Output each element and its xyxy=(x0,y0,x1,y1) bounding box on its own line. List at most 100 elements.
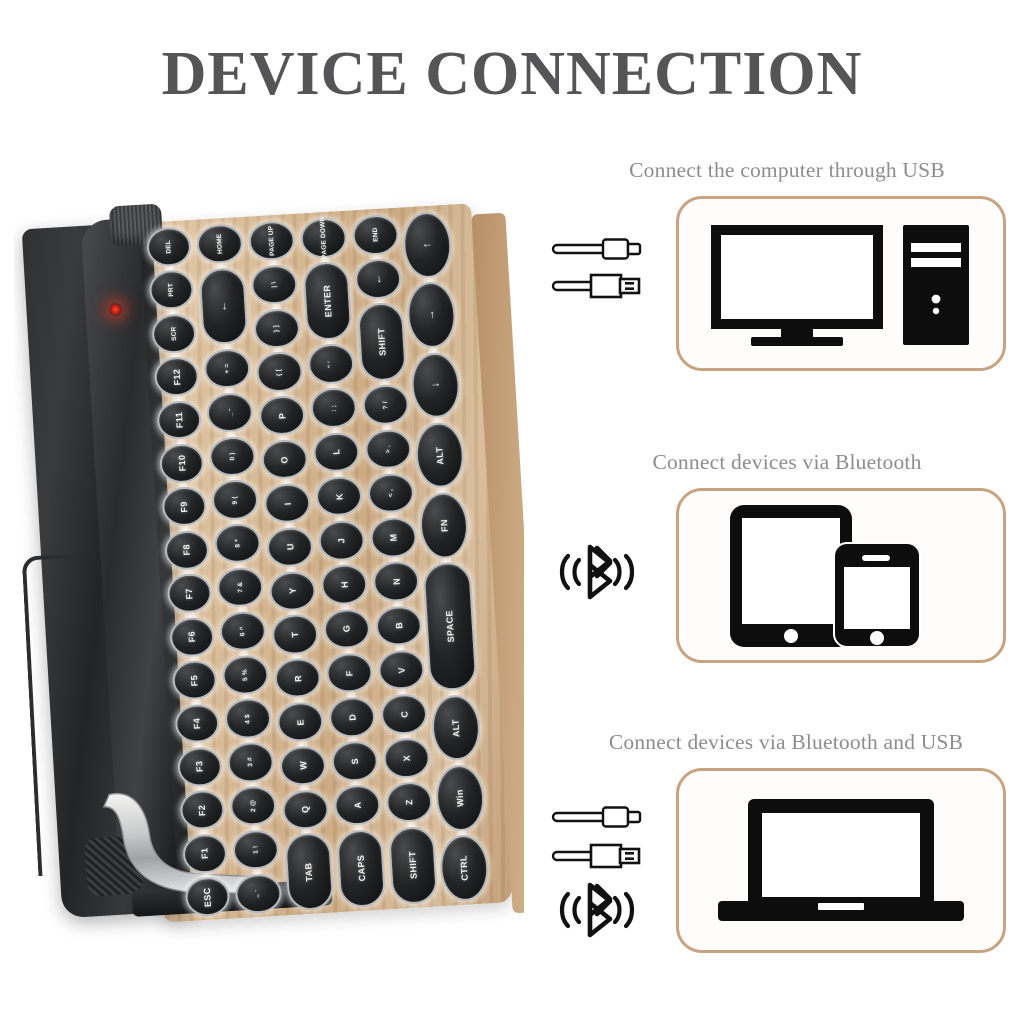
keycap[interactable]: K xyxy=(314,475,364,518)
keycap[interactable]: 2 @ xyxy=(229,785,278,828)
keycap[interactable]: | \ xyxy=(250,263,299,306)
keycap[interactable]: F2 xyxy=(179,789,226,831)
keycap[interactable]: CAPS xyxy=(335,828,387,909)
keycap[interactable]: P xyxy=(258,394,307,437)
keycap[interactable]: ← xyxy=(198,266,249,346)
keycap[interactable]: F9 xyxy=(161,486,208,528)
keycap[interactable]: PAGE DOWN xyxy=(299,217,348,259)
keycap[interactable]: _ - xyxy=(205,391,254,434)
keycap[interactable]: PRT xyxy=(148,269,195,311)
keycap[interactable]: + = xyxy=(203,347,252,390)
keycap[interactable]: Q xyxy=(281,788,330,831)
keycap[interactable]: PAGE UP xyxy=(247,219,296,262)
section-bluetooth-caption: Connect devices via Bluetooth xyxy=(652,450,922,474)
keycap[interactable]: END xyxy=(351,213,400,257)
keycap[interactable]: 8 * xyxy=(213,522,262,565)
keycap[interactable]: 3 # xyxy=(226,741,275,784)
desktop-computer-illustration xyxy=(711,224,969,346)
keycap-label: S xyxy=(349,757,360,765)
keycap[interactable]: O xyxy=(260,438,309,481)
keycap[interactable]: Win xyxy=(434,763,487,833)
keycap[interactable]: F12 xyxy=(153,356,200,398)
keycap[interactable]: C xyxy=(379,692,429,736)
keycap[interactable]: J xyxy=(317,519,366,562)
keycap[interactable]: ESC xyxy=(184,876,231,918)
keycap[interactable]: SHIFT xyxy=(356,301,408,382)
keycap[interactable]: F4 xyxy=(174,702,221,745)
keycap[interactable]: E xyxy=(276,700,325,743)
keycap-label: B xyxy=(393,621,404,630)
desktop-tower xyxy=(903,224,969,345)
keycap[interactable]: 4 $ xyxy=(223,697,273,740)
keycap[interactable]: 0 ) xyxy=(208,435,257,478)
keycap[interactable]: V xyxy=(377,648,426,692)
keycap[interactable]: TAB xyxy=(284,832,335,912)
keycap[interactable]: HOME xyxy=(195,222,244,265)
keycap[interactable]: G xyxy=(322,607,372,650)
keycap-label: TAB xyxy=(303,861,315,882)
keycap[interactable]: ~ ` xyxy=(234,872,283,915)
keycap[interactable]: } ] xyxy=(252,307,302,350)
keycap[interactable]: ← xyxy=(354,257,403,301)
keycap[interactable]: N xyxy=(372,560,421,603)
keycap[interactable]: ↑ xyxy=(401,210,454,280)
keycap[interactable]: 7 & xyxy=(216,566,265,609)
keycap[interactable]: ALT xyxy=(430,693,482,763)
keycap[interactable]: SHIFT xyxy=(387,825,439,906)
keycap[interactable]: < , xyxy=(366,472,416,515)
keycap[interactable]: U xyxy=(265,526,315,569)
keycap[interactable]: ↓ xyxy=(409,350,462,420)
keycap[interactable]: F7 xyxy=(166,572,213,615)
keycap[interactable]: T xyxy=(271,613,320,656)
panel-desktop-computer xyxy=(676,196,1006,371)
keycap-label: D xyxy=(346,713,358,721)
keycap[interactable]: { [ xyxy=(255,351,304,394)
keycap[interactable]: L xyxy=(312,431,361,474)
keycap[interactable]: F11 xyxy=(156,399,203,441)
keycap[interactable]: > . xyxy=(364,427,413,471)
keycap-label: H xyxy=(339,580,350,589)
keycap[interactable]: 9 ( xyxy=(210,478,260,521)
keycap[interactable]: F1 xyxy=(181,832,229,875)
keycap[interactable]: I xyxy=(263,482,312,525)
keycap[interactable]: FN xyxy=(418,491,470,560)
keycap[interactable]: F3 xyxy=(176,746,223,788)
keycap[interactable]: M xyxy=(369,516,418,559)
keycap[interactable]: A xyxy=(333,784,382,827)
keycap-label: ESC xyxy=(201,886,214,907)
keycap[interactable]: F10 xyxy=(158,442,205,485)
keycap[interactable]: F6 xyxy=(168,616,216,658)
keycap[interactable]: B xyxy=(374,604,423,647)
keycap[interactable]: Z xyxy=(385,781,434,824)
keycap-label: _ - xyxy=(226,408,234,417)
keycap-label: F6 xyxy=(186,630,198,643)
keycap[interactable]: ALT xyxy=(413,420,466,490)
keycap[interactable]: → xyxy=(405,280,458,350)
keycap[interactable]: DEL xyxy=(145,226,193,268)
keycap[interactable]: W xyxy=(278,744,328,787)
keycap[interactable]: SCR xyxy=(150,312,198,355)
keycap[interactable]: H xyxy=(320,563,369,606)
keycap[interactable]: Y xyxy=(268,569,317,612)
keycap[interactable]: D xyxy=(327,695,377,739)
keycap[interactable]: F8 xyxy=(163,529,211,571)
keycap[interactable]: F xyxy=(325,651,374,695)
usb-c-cable-icon xyxy=(551,238,642,260)
keycap[interactable]: SPACE xyxy=(422,561,478,692)
keycap-label: FN xyxy=(438,518,450,532)
tablet xyxy=(730,504,852,647)
keycap[interactable]: S xyxy=(330,739,379,783)
keycap[interactable]: 6 ^ xyxy=(218,610,267,653)
keycap-label: CTRL xyxy=(458,854,471,882)
keycap[interactable]: CTRL xyxy=(438,833,491,903)
keycap[interactable]: " ' xyxy=(307,342,356,386)
keycap[interactable]: 1 ! xyxy=(231,828,280,871)
keycap[interactable]: : ; xyxy=(309,386,358,430)
keycap[interactable]: ? / xyxy=(361,383,410,427)
keycap-label: END xyxy=(371,227,380,243)
keycap[interactable]: ENTER xyxy=(302,260,353,341)
keycap[interactable]: F5 xyxy=(171,659,218,701)
keycap[interactable]: 5 % xyxy=(221,653,270,696)
keycap[interactable]: X xyxy=(382,736,431,780)
keycap[interactable]: R xyxy=(273,657,322,700)
